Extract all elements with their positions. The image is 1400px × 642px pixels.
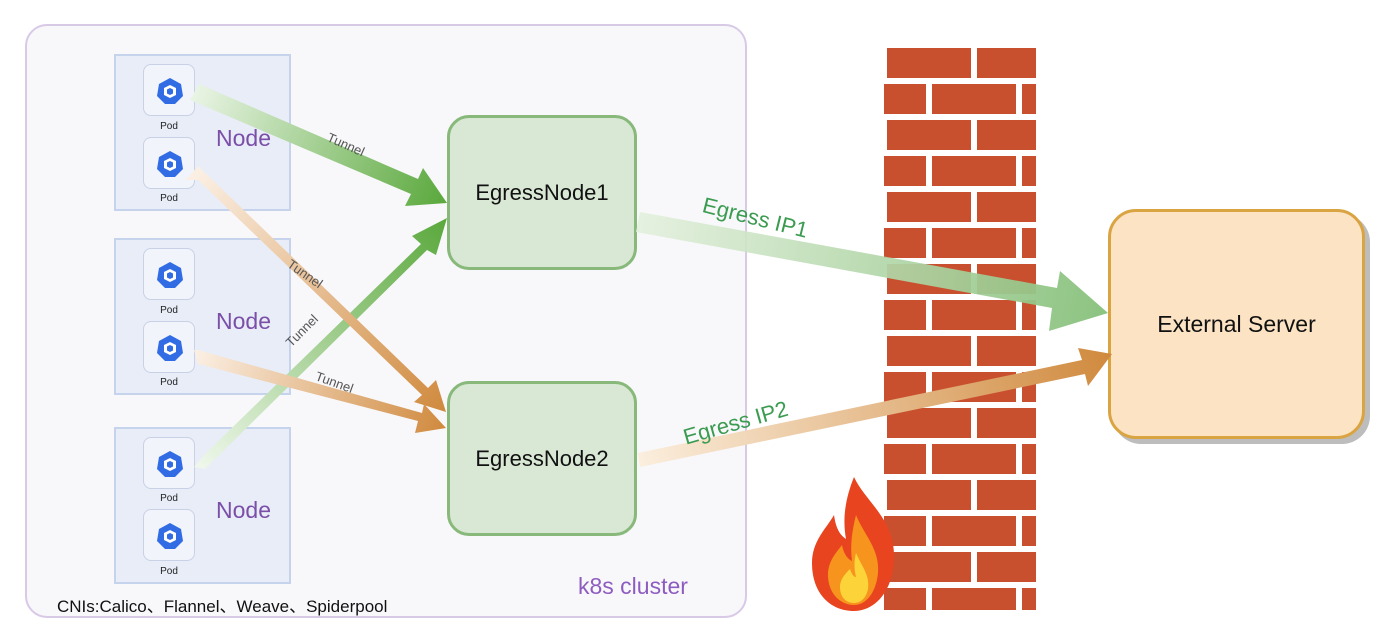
kubernetes-pod-icon (157, 451, 183, 477)
external-server[interactable]: External Server (1108, 209, 1365, 439)
node-3-label: Node (216, 497, 271, 523)
kubernetes-pod-icon (157, 335, 183, 361)
cni-list-label: CNIs:Calico、Flannel、Weave、Spiderpool (57, 597, 388, 616)
kubernetes-pod-icon (157, 523, 183, 549)
pod-2b-label: Pod (160, 377, 178, 388)
pod-1b-label: Pod (160, 193, 178, 204)
pod-3a-label: Pod (160, 493, 178, 504)
tunnel-arrow-pod3a-egress1 (194, 218, 447, 469)
external-server-label: External Server (1157, 310, 1316, 337)
firewall-brick-wall (884, 45, 1036, 610)
egress-arrow-ip1 (636, 212, 1108, 331)
egress-node-2[interactable]: EgressNode2 (447, 381, 637, 536)
k8s-cluster-label: k8s cluster (578, 573, 688, 599)
node-2-label: Node (216, 308, 271, 334)
tunnel-arrow-pod1a-egress1 (190, 84, 447, 206)
pod-3a[interactable] (143, 437, 195, 489)
kubernetes-pod-icon (157, 78, 183, 104)
kubernetes-pod-icon (157, 151, 183, 177)
egress-node-2-label: EgressNode2 (475, 445, 609, 471)
pod-1a[interactable] (143, 64, 195, 116)
tunnel-arrow-pod2b-egress2 (194, 350, 446, 433)
pod-3b-label: Pod (160, 566, 178, 577)
pod-2a-label: Pod (160, 305, 178, 316)
pod-2b[interactable] (143, 321, 195, 373)
pod-2a[interactable] (143, 248, 195, 300)
tunnel-arrow-pod1b-egress2 (186, 166, 446, 412)
egress-arrow-ip2 (638, 348, 1112, 467)
egress-node-1-label: EgressNode1 (475, 179, 609, 205)
fire-icon (812, 477, 895, 611)
pod-1b[interactable] (143, 137, 195, 189)
kubernetes-pod-icon (157, 262, 183, 288)
pod-1a-label: Pod (160, 121, 178, 132)
pod-3b[interactable] (143, 509, 195, 561)
egress-node-1[interactable]: EgressNode1 (447, 115, 637, 270)
